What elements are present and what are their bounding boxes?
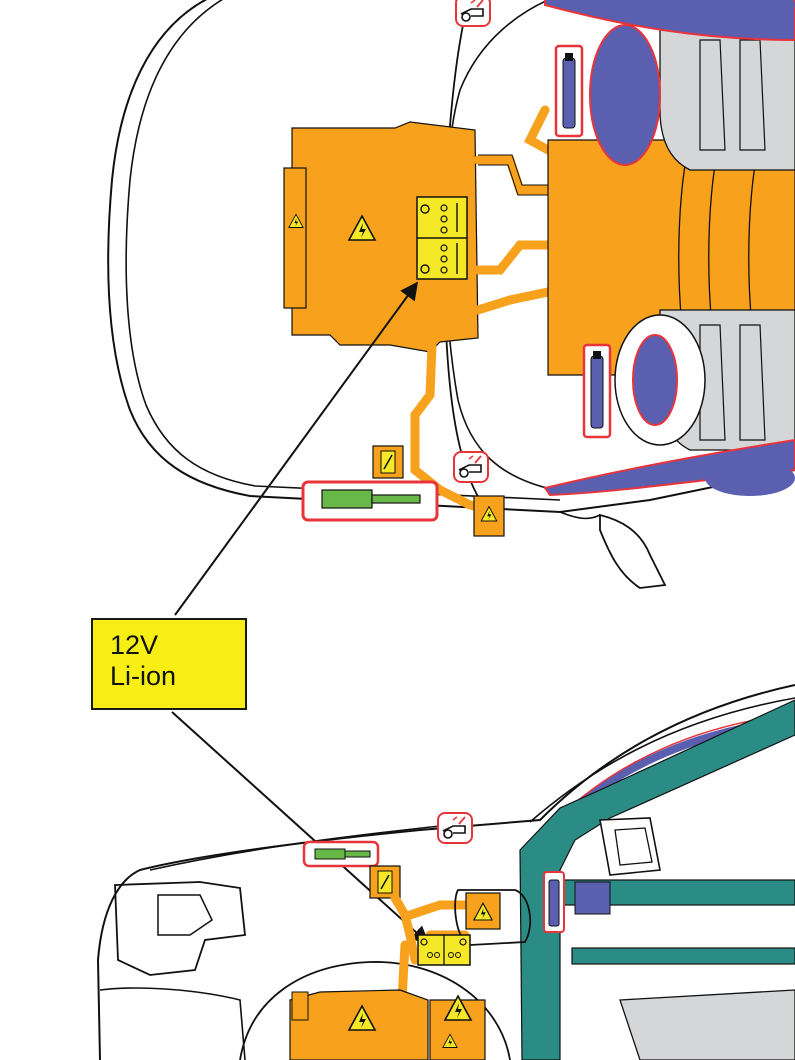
gas-strut-icon	[554, 44, 612, 439]
leader-line-top	[174, 281, 419, 616]
leader-line-bottom	[171, 711, 430, 945]
fuse-icon	[372, 445, 404, 479]
hood-lift-icon	[455, 0, 491, 27]
battery-terminal-icon	[416, 196, 468, 280]
top-view-vehicle	[107, 0, 795, 589]
battery-terminal-icon	[417, 934, 471, 966]
cut-zone-top	[301, 480, 439, 522]
hood-lift-icon	[453, 451, 489, 483]
reinforcement-pillar	[519, 699, 795, 1060]
battery-callout: 12V Li-ion	[91, 618, 247, 710]
side-mirror	[599, 513, 667, 589]
top-view-body-outline	[107, 0, 795, 514]
airbag-zones-top	[543, 0, 795, 497]
callout-line-1: 12V	[110, 630, 159, 660]
hood-lift-icon	[437, 812, 473, 844]
front-seats	[614, 29, 795, 451]
callout-line-2: Li-ion	[110, 661, 177, 691]
hv-cabling-top	[410, 105, 553, 515]
side-view-vehicle	[96, 684, 795, 1060]
